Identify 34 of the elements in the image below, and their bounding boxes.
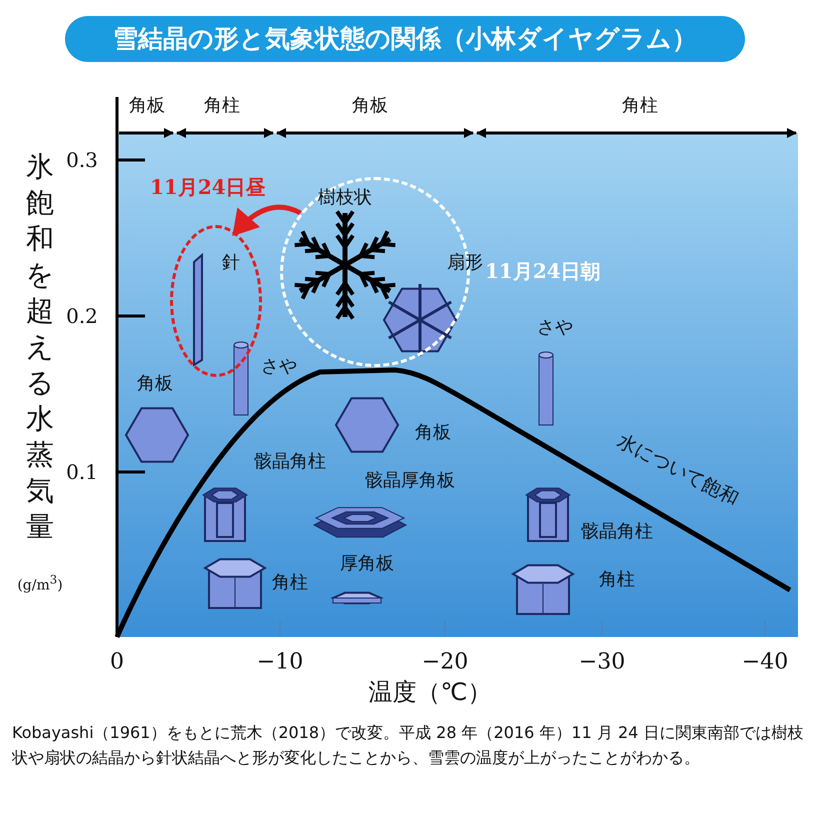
axis-tick-label: −10 xyxy=(256,650,304,674)
axis-tick-label: −30 xyxy=(578,650,626,674)
crystal-label: 厚角板 xyxy=(340,552,394,575)
crystal-label: 角柱 xyxy=(599,568,635,591)
crystal-label: 針 xyxy=(222,251,240,274)
crystal-label: 角柱 xyxy=(272,571,308,594)
crystal-label: さや xyxy=(261,355,297,378)
crystal-label: 角板 xyxy=(137,372,173,395)
range-label: 角柱 xyxy=(204,94,240,117)
range-label: 角板 xyxy=(129,94,165,117)
axis-unit: (g/m$^{3}$) xyxy=(17,572,63,594)
crystal-label: さや xyxy=(537,316,573,339)
range-label: 角柱 xyxy=(622,94,658,117)
axis-title: 温度（℃） xyxy=(368,677,492,708)
axis-title: 氷飽和を超える水蒸気量 xyxy=(25,149,55,545)
axis-tick-label: 0.3 xyxy=(66,148,98,172)
axis-tick-label: 0.2 xyxy=(66,304,98,328)
crystal-label: 角板 xyxy=(415,421,451,444)
crystal-label: 骸晶角柱 xyxy=(581,520,653,543)
date-label: 11月24日昼 xyxy=(150,174,266,201)
curve-label: 水について飽和 xyxy=(612,429,744,512)
crystal-label: 骸晶角柱 xyxy=(254,450,326,473)
caption: Kobayashi（1961）をもとに荒木（2018）で改変。平成 28 年（2016 年）11 月 24 日に関東南部では樹枝状や扇状の結晶から針状結晶へと形が変化したことから、雪雲の温度が上がったことがわかる。 xyxy=(12,722,804,769)
curved-arrow xyxy=(232,204,302,236)
axis-tick-label: 0.1 xyxy=(66,460,98,484)
date-label: 11月24日朝 xyxy=(485,258,601,285)
axis-tick-label: −20 xyxy=(422,650,468,674)
axis-tick-label: −40 xyxy=(742,650,788,674)
range-label: 角板 xyxy=(352,94,388,117)
crystal-label: 樹枝状 xyxy=(318,186,372,209)
axis-tick-label: 0 xyxy=(110,650,124,674)
crystal-label: 骸晶厚角板 xyxy=(365,469,455,492)
title-banner: 雪結晶の形と気象状態の関係（小林ダイヤグラム） xyxy=(65,16,745,62)
crystal-label: 扇形 xyxy=(447,251,483,274)
